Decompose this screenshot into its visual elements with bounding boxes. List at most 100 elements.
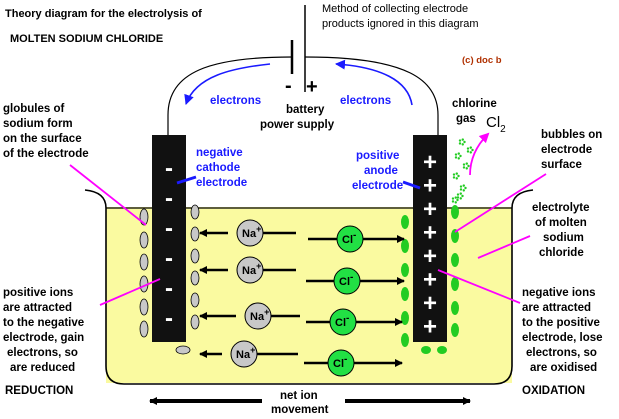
cathode-label-line1: negative [196,147,243,159]
anode-label-line2: anode [364,165,398,177]
svg-text:to the positive: to the positive [522,317,600,329]
svg-text:bubbles on: bubbles on [541,129,602,141]
circuit-wire-right [304,56,439,135]
svg-text:are attracted: are attracted [522,302,591,314]
chlorine-bubble [451,229,459,243]
sodium-ion-symbol: Na+ [242,224,261,240]
svg-text:sodium form: sodium form [3,118,73,130]
circuit-wire-left [167,56,293,135]
electrons-label-left: electrons [210,95,261,107]
sodium-globule [175,345,191,355]
anode-plus-sign: + [423,196,437,223]
anode-plus-sign: + [423,243,437,270]
svg-text:positive ions: positive ions [3,287,73,299]
battery-label-line1: battery [286,104,325,116]
chlorine-bubble [451,205,459,219]
anode-plus-sign: + [423,267,437,294]
cathode-minus-sign: - [165,245,173,272]
svg-text:sodium: sodium [543,232,584,244]
sodium-globule [139,253,149,271]
anode-plus-sign: + [423,314,437,341]
sodium-globule [190,314,200,330]
chlorine-bubble [401,311,409,325]
chlorine-rising-arrow [469,132,490,176]
method-note-line1: Method of collecting electrode [322,3,468,15]
title-line1: Theory diagram for the electrolysis of [5,8,202,20]
chloride-ion [329,308,357,336]
sodium-ion-symbol: Na+ [236,345,255,361]
cathode-label-line3: electrode [196,177,247,189]
ions-layer: Na+Na+Na+Na+Cl-Cl-Cl-Cl- [199,219,405,377]
reduction-label: REDUCTION [5,385,73,397]
sodium-globule [190,270,200,286]
anode-plus-sign: + [423,149,437,176]
svg-text:on the surface: on the surface [3,133,82,145]
cathode-minus-sign: - [165,215,173,242]
anode-plus-sign: + [423,290,437,317]
chlorine-rising-bubbles [451,138,474,204]
chlorine-bubble [451,277,459,291]
net-ion-movement-line1: net ion [280,390,318,402]
svg-text:electrode, lose: electrode, lose [522,332,603,344]
chlorine-bubble [451,253,459,267]
svg-text:negative ions: negative ions [522,287,596,299]
anode-label-line3: electrode [352,180,403,192]
anode-bubbles [401,205,459,354]
method-note-line2: products ignored in this diagram [322,18,479,30]
globules-note: globules of sodium form on the surface o… [3,103,89,160]
title-line2: MOLTEN SODIUM CHLORIDE [10,33,163,45]
rising-gas-bubble [466,146,474,154]
svg-text:electrons, so: electrons, so [526,347,597,359]
sodium-ion [236,256,264,284]
svg-text:to the negative: to the negative [3,317,84,329]
sodium-globule [190,292,200,308]
sodium-globule [139,298,149,316]
electron-flow-arrow-right [335,59,413,106]
beaker [84,189,534,385]
copyright-credit: (c) doc b [462,55,502,66]
chlorine-bubble [421,346,431,354]
anode-signs: ++++++++ [423,149,437,341]
chlorine-bubble [401,333,409,347]
positive-ions-pointer [99,278,161,306]
rising-gas-bubble [451,196,459,204]
chlorine-gas-label-line2: gas [456,113,476,125]
bubbles-note: bubbles on electrode surface [541,129,602,171]
battery-positive-sign: + [306,76,318,98]
svg-text:electrolyte: electrolyte [532,202,590,214]
cathode-label-line2: cathode [196,162,240,174]
anode-label-pointer [402,180,421,190]
chlorine-bubble [401,239,409,253]
cathode-minus-sign: - [165,185,173,212]
svg-text:are attracted: are attracted [3,302,72,314]
rising-gas-bubble [452,172,460,180]
oxidation-label: OXIDATION [522,385,585,397]
sodium-ion [230,340,258,368]
svg-text:are reduced: are reduced [10,362,75,374]
chloride-ion [327,349,355,377]
cathode-electrode [152,135,186,342]
chloride-ion [333,267,361,295]
sodium-globule [139,320,149,338]
chlorine-bubble [451,323,459,337]
anode-plus-sign: + [423,220,437,247]
sodium-globule [190,226,200,242]
chloride-ion [336,225,364,253]
positive-ions-note: positive ions are attracted to the negat… [3,287,84,374]
rising-gas-bubble [458,138,466,146]
svg-text:globules of: globules of [3,103,65,115]
cathode-minus-sign: - [165,305,173,332]
sodium-ion [236,219,264,247]
svg-text:are oxidised: are oxidised [530,362,597,374]
negative-ions-pointer [437,269,521,304]
globules-pointer [69,164,147,226]
rising-gas-bubble [459,184,467,192]
electron-flow-arrow-left [184,63,271,105]
battery-label-line2: power supply [260,119,335,131]
svg-text:electrode, gain: electrode, gain [3,332,84,344]
chlorine-bubble [451,301,459,315]
chlorine-gas-label-line1: chlorine [452,98,497,110]
bubbles-pointer [454,173,547,233]
cl2-formula: Cl2 [486,114,506,135]
anode-plus-sign: + [423,173,437,200]
